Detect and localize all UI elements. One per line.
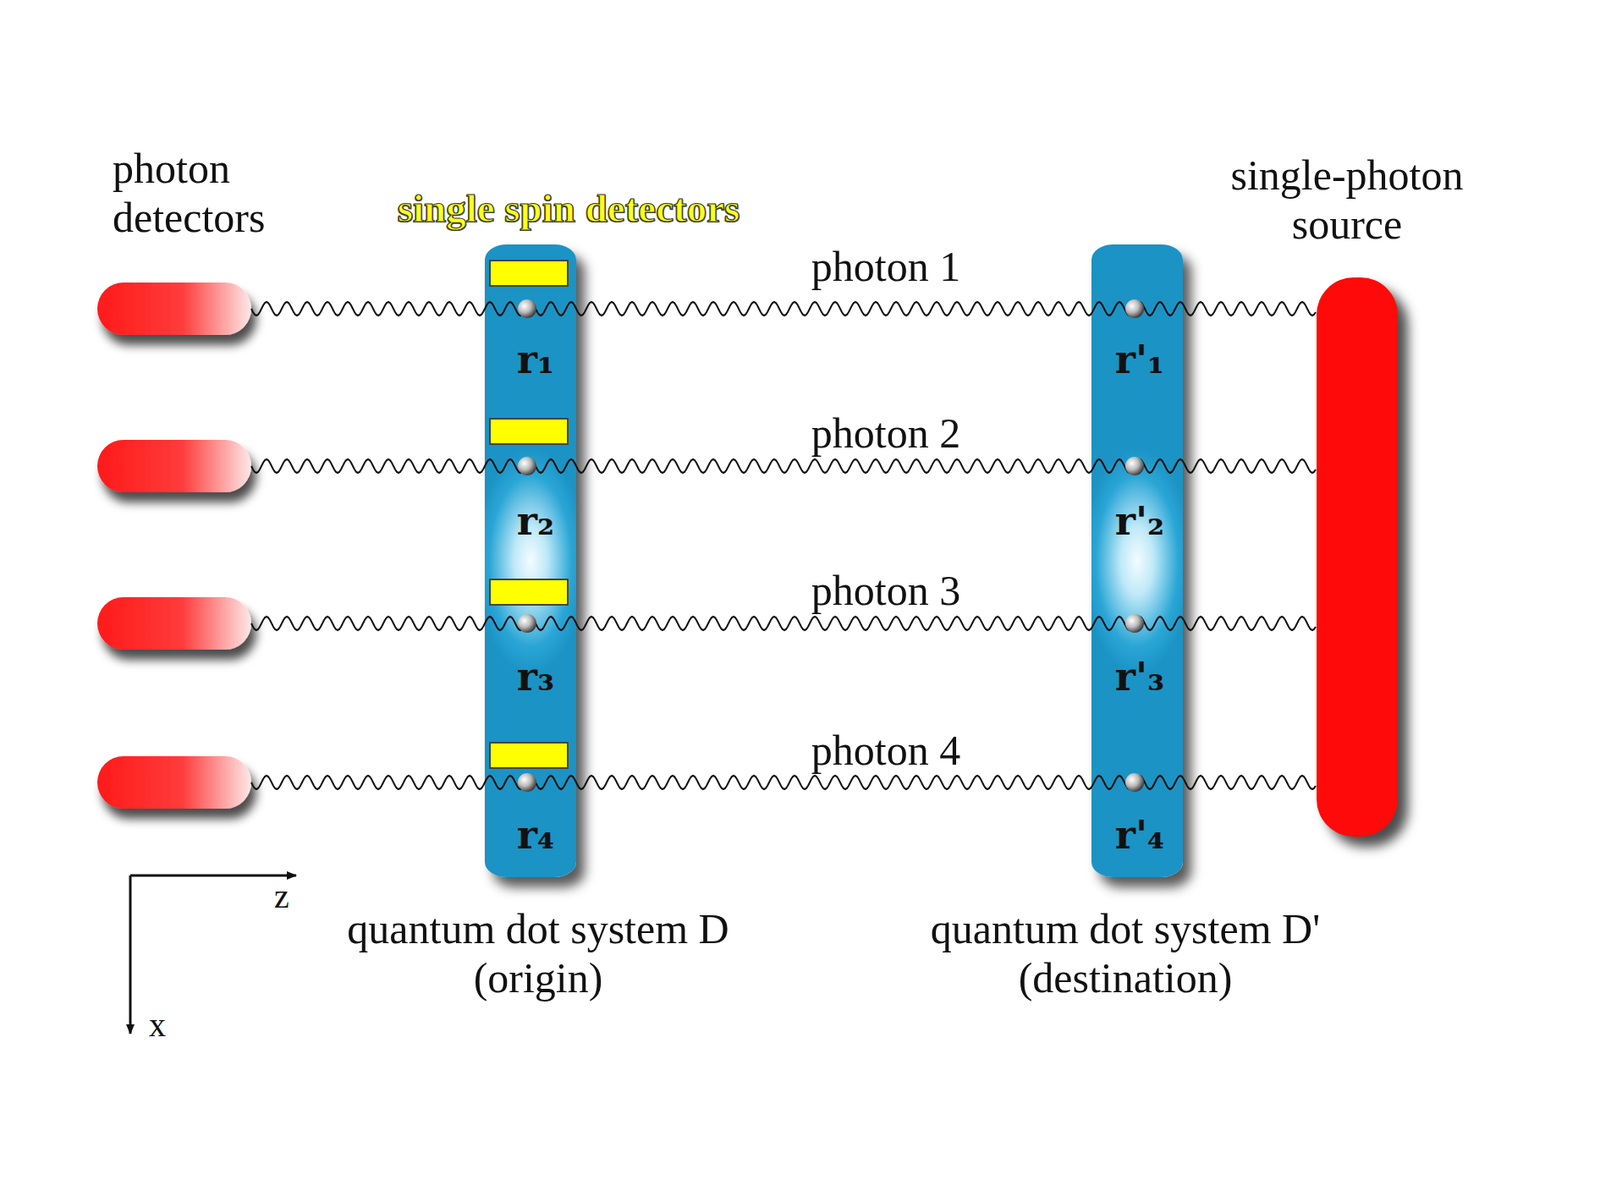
heading: single spin detectors [397,186,741,231]
heading: photon detectors [112,143,350,242]
node-heading: single-photon source [1186,150,1508,249]
position-label: r'₃ [1115,655,1165,699]
position-label: r₃ [516,655,555,699]
node-heading: quantum dot system D (origin) [301,904,776,1003]
spin-detector [489,260,568,769]
photon-label: photon 1 [811,243,961,291]
photon-source: single-photon source [1316,277,1398,837]
position-label: r'₁ [1115,338,1165,382]
photon-label: photon 3 [811,567,961,615]
photon-detector [97,282,252,809]
photon-label: photon 4 [811,727,961,775]
position-label: r₄ [516,813,555,858]
position-label: r'₄ [1115,813,1165,858]
position-label: r₁ [516,338,555,382]
axis-label: z [274,878,290,916]
photon-wave [251,302,1316,790]
position-label: r'₂ [1115,500,1165,544]
axis-label: x [148,1006,166,1045]
node-heading: quantum dot system D' (destination) [879,904,1371,1003]
quantum-dot [517,299,1144,792]
position-label: r₂ [516,500,555,544]
photon-label: photon 2 [811,410,961,457]
